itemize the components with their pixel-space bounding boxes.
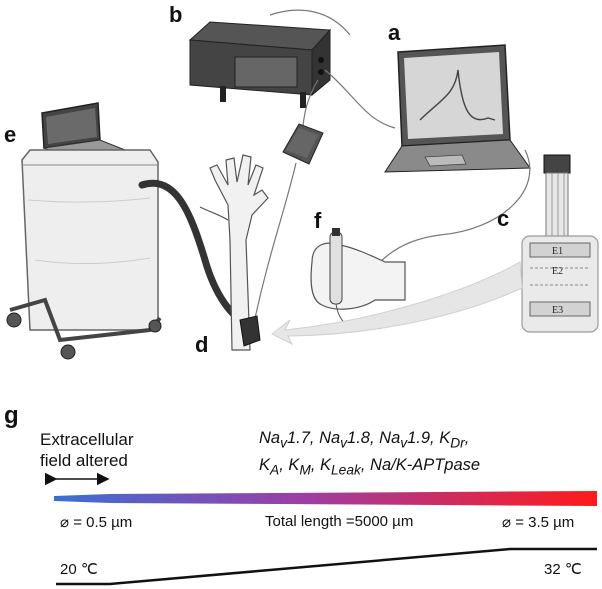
panel-label-d: d [195, 332, 208, 357]
electrode-label: E1 [552, 246, 563, 257]
temperature-ramp [56, 547, 597, 586]
temperature-end-label: 32 ℃ [544, 561, 582, 578]
panel-label-e: e [4, 122, 16, 147]
probe-hand: f [310, 208, 406, 329]
total-length-label: Total length =5000 µm [265, 513, 414, 530]
subject-arm: d [195, 154, 269, 357]
field-altered-label: Extracellular field altered [40, 429, 134, 471]
cart-station: e [4, 102, 252, 360]
channels-line2: KA, KM, KLeak, Na/K-APTpase [259, 456, 481, 478]
recording-laptop: a [384, 20, 531, 173]
channels-line1: Nav1.7, Nav1.8, Nav1.9, KDr, [259, 429, 470, 451]
amplifier-module [254, 123, 324, 319]
stimulator-device: b [169, 2, 332, 108]
field-label-line2: field altered [40, 451, 128, 470]
electrode-label: E3 [552, 305, 563, 316]
panel-label-a: a [388, 20, 401, 45]
axon-model [44, 472, 597, 586]
electrode-patch: E1 E2 E3 c [497, 154, 599, 333]
panel-label-b: b [169, 2, 182, 27]
diameter-right-label: ⌀ = 3.5 µm [502, 514, 575, 531]
diameter-left-label: ⌀ = 0.5 µm [60, 514, 133, 531]
ion-channels-label: Nav1.7, Nav1.8, Nav1.9, KDr, KA, KM, KLe… [259, 427, 480, 482]
temperature-start-label: 20 ℃ [60, 561, 98, 578]
panel-label-c: c [497, 206, 509, 231]
axon-gradient-bar [54, 491, 597, 506]
mapping-arrow [271, 261, 523, 346]
panel-label-f: f [314, 208, 322, 233]
panel-label-g: g [4, 402, 19, 429]
electrode-label: E2 [552, 266, 563, 277]
field-label-line1: Extracellular [40, 430, 134, 449]
